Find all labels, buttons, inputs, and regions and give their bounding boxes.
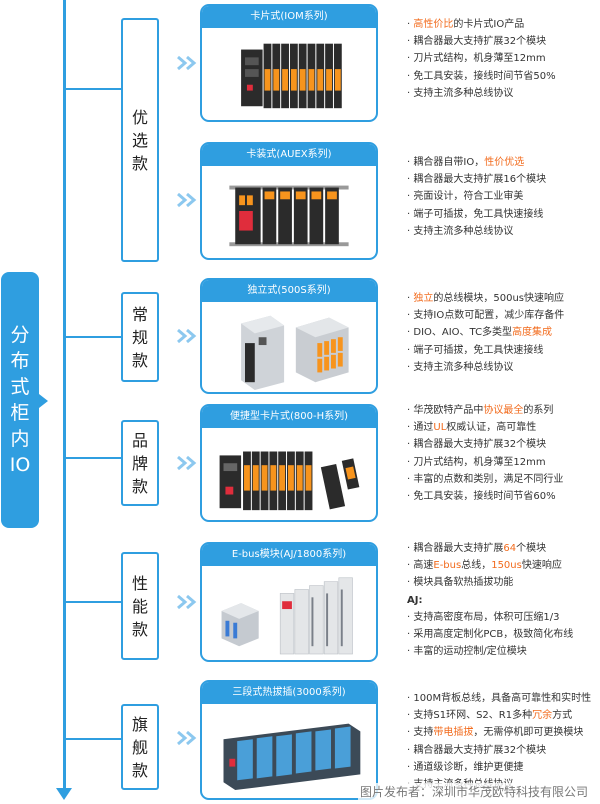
feature-item: · 耦合器最大支持扩展32个模块 — [407, 36, 547, 48]
category-box-standard: 常规款 — [121, 292, 159, 382]
category-box-brand: 品牌款 — [121, 420, 159, 506]
feature-list-3000: · 100M背板总线，具备高可靠性和实时性 · 支持S1环网、S2、R1多种冗余… — [407, 690, 597, 793]
product-card-800h[interactable]: 便捷型卡片式(800-H系列) — [200, 404, 378, 522]
watermark: 图片发布者：深圳市华茂欧特科技有限公司 — [357, 783, 590, 800]
feature-item: · 通道级诊断，维护更便捷 — [407, 761, 524, 773]
feature-item: · 丰富的点数和类别，满足不同行业 — [407, 473, 564, 485]
main-category-label: 分布式柜内IO — [1, 272, 39, 528]
3000-module-image — [223, 723, 361, 791]
product-title: 便捷型卡片式(800-H系列) — [202, 406, 376, 428]
timeline-spine — [63, 0, 66, 792]
feature-item: · 支持主流多种总线协议 — [407, 361, 514, 373]
feature-list-800h: · 华茂欧特产品中协议最全的系列 · 通过UL权威认证，高可靠性 · 耦合器最大… — [407, 402, 597, 505]
feature-list-auex: · 耦合器自带IO，性价优选 · 耦合器最大支持扩展16个模块 · 亮面设计，符… — [407, 154, 597, 240]
feature-item: · 端子可插拔，免工具快速接线 — [407, 208, 544, 220]
product-card-3000[interactable]: 三段式热拔插(3000系列) — [200, 680, 378, 800]
timeline-arrow-icon — [56, 788, 72, 800]
feature-item: · 耦合器最大支持扩展32个模块 — [407, 439, 547, 451]
500s-module-image — [241, 315, 349, 391]
branch-line — [64, 738, 121, 740]
feature-item: · 耦合器最大支持扩展16个模块 — [407, 174, 547, 186]
product-card-iom[interactable]: 卡片式(IOM系列) — [200, 4, 378, 122]
iom-module-image — [241, 43, 342, 109]
product-card-500s[interactable]: 独立式(500S系列) — [200, 278, 378, 394]
feature-item: · 亮面设计，符合工业审美 — [407, 191, 524, 203]
feature-item: · 端子可插拔，免工具快速接线 — [407, 344, 544, 356]
chevron-right-icon — [177, 328, 197, 344]
product-card-ebus[interactable]: E-bus模块(AJ/1800系列) — [200, 542, 378, 662]
chevron-right-icon — [177, 594, 197, 610]
feature-item: · 耦合器最大支持扩展64个模块 — [407, 543, 547, 554]
branch-line — [64, 457, 121, 459]
feature-item: · 刀片式结构，机身薄至12mm — [407, 53, 546, 65]
feature-item: · 刀片式结构，机身薄至12mm — [407, 456, 546, 468]
feature-item: · 耦合器最大支持扩展32个模块 — [407, 744, 547, 756]
feature-item: · 高性价比的卡片式IO产品 — [407, 19, 525, 30]
feature-item: · 免工具安装，接线时间节省50% — [407, 70, 556, 82]
feature-item: · 支持高密度布局，体积可压缩1/3 — [407, 611, 560, 623]
chevron-right-icon — [177, 455, 197, 471]
product-title: 三段式热拔插(3000系列) — [202, 682, 376, 704]
feature-item: · DIO、AIO、TC多类型高度集成 — [407, 327, 553, 339]
auex-module-image — [229, 185, 349, 247]
product-title: 卡装式(AUEX系列) — [202, 144, 376, 166]
branch-line — [64, 601, 121, 603]
branch-line — [64, 88, 121, 90]
chevron-right-icon — [177, 192, 197, 208]
feature-item: · 高速E-bus总线，150us快速响应 — [407, 560, 562, 572]
800h-module-image — [219, 451, 360, 511]
feature-item: · 采用高度定制化PCB，极致简化布线 — [407, 629, 574, 641]
feature-item: · 模块具备软热插拔功能 — [407, 577, 514, 589]
feature-list-ebus: · 耦合器最大支持扩展64个模块 · 高速E-bus总线，150us快速响应 ·… — [407, 540, 597, 660]
product-title: E-bus模块(AJ/1800系列) — [202, 544, 376, 566]
feature-list-iom: · 高性价比的卡片式IO产品 · 耦合器最大支持扩展32个模块 · 刀片式结构，… — [407, 16, 597, 102]
feature-item: · 独立的总线模块，500us快速响应 — [407, 293, 565, 304]
feature-item: · 100M背板总线，具备高可靠性和实时性 — [407, 693, 592, 704]
main-label-pointer-icon — [39, 394, 48, 408]
ebus-module-image — [221, 577, 353, 655]
chevron-right-icon — [177, 55, 197, 71]
feature-item: · 支持主流多种总线协议 — [407, 87, 514, 99]
feature-item: · 耦合器自带IO，性价优选 — [407, 157, 525, 168]
chevron-right-icon — [177, 730, 197, 746]
product-title: 独立式(500S系列) — [202, 280, 376, 302]
feature-item: · 免工具安装，接线时间节省60% — [407, 491, 556, 503]
branch-line — [64, 336, 121, 338]
feature-item: · 支持主流多种总线协议 — [407, 225, 514, 237]
feature-item: · 支持S1环网、S2、R1多种冗余方式 — [407, 710, 573, 722]
feature-item: · 丰富的运动控制/定位模块 — [407, 646, 527, 658]
feature-item: · 支持带电插拔，无需停机即可更换模块 — [407, 727, 584, 739]
category-box-preferred: 优选款 — [121, 18, 159, 262]
category-box-flagship: 旗舰款 — [121, 704, 159, 790]
product-card-auex[interactable]: 卡装式(AUEX系列) — [200, 142, 378, 260]
category-box-performance: 性能款 — [121, 552, 159, 660]
feature-list-500s: · 独立的总线模块，500us快速响应 · 支持IO点数可配置，减少库存备件 ·… — [407, 290, 597, 376]
feature-subheading: AJ: — [407, 594, 423, 606]
product-title: 卡片式(IOM系列) — [202, 6, 376, 28]
feature-item: · 支持IO点数可配置，减少库存备件 — [407, 310, 565, 322]
feature-item: · 通过UL权威认证，高可靠性 — [407, 422, 537, 434]
feature-item: · 华茂欧特产品中协议最全的系列 — [407, 405, 554, 416]
